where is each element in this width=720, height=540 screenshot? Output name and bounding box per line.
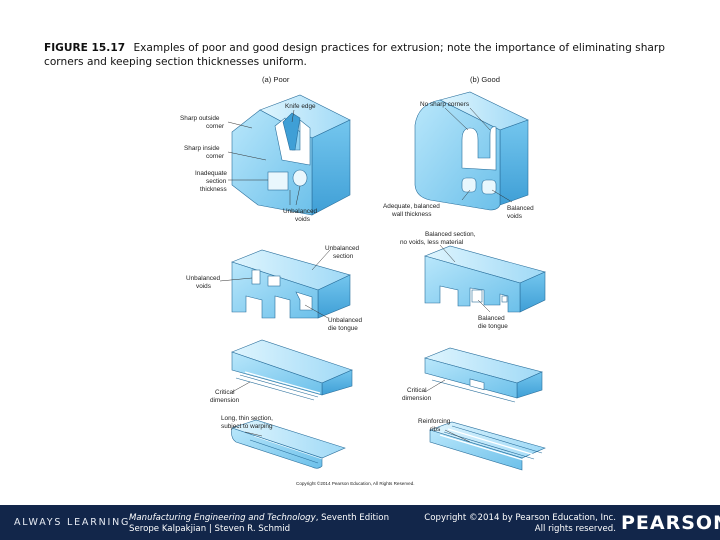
label-sharp-outside: Sharp outside [180,115,220,122]
good-ribbed-section [429,421,546,471]
label-unbalanced-section: Unbalanced [325,245,360,252]
label-unbalanced-section-2: section [333,253,354,260]
poor-channel-section [231,249,351,319]
label-balanced-tongue-2: die tongue [478,323,508,330]
label-reinforcing-2: ribs [430,426,440,433]
good-thin-section [424,347,543,403]
label-balanced-section-2: no voids, less material [400,239,463,246]
label-long-thin-2: subject to warping [221,423,273,430]
label-critical-a: Critical [215,389,235,396]
book-title: Manufacturing Engineering and Technology [129,513,316,523]
label-inadequate-3: thickness [200,186,227,193]
footer-bar: ALWAYS LEARNING Manufacturing Engineerin… [0,505,720,540]
good-row2-leaders [439,244,491,313]
label-unbalanced-voids-b-2: voids [196,283,211,290]
label-balanced-tongue: Balanced [478,315,505,322]
good-solid-section [414,91,529,211]
label-unbalanced-tongue-2: die tongue [328,325,358,332]
good-row1-leaders [444,107,513,203]
label-unbalanced-voids-b: Unbalanced [186,275,221,282]
copyright-line: Copyright ©2014 by Pearson Education, In… [424,513,616,523]
label-sharp-outside-2: corner [206,123,225,130]
label-inadequate-2: section [206,178,227,185]
label-unbalanced-voids-2: voids [295,216,310,223]
rights-reserved: All rights reserved. [534,524,616,534]
label-adequate-2: wall thickness [391,211,431,218]
poor-row4-leaders [244,431,263,437]
poor-solid-section [231,94,351,216]
label-knife-edge: Knife edge [285,103,316,110]
poor-thin-section [231,339,353,401]
label-critical-b: Critical [407,387,427,394]
label-adequate: Adequate, balanced [383,203,440,210]
label-unbalanced-voids: Unbalanced [283,208,318,215]
footer-copyright: Copyright ©2014 by Pearson Education, In… [404,513,616,535]
poor-warping-section [231,419,346,469]
book-edition: , Seventh Edition [315,513,390,523]
label-no-sharp-corners: No sharp corners [420,101,469,108]
figure-caption: FIGURE 15.17 Examples of poor and good d… [44,41,694,69]
extrusion-design-figure: (a) Poor (b) Good Knife edge Sharp outsi… [180,75,546,486]
label-reinforcing: Reinforcing [418,418,451,425]
label-balanced-voids-2: voids [507,213,522,220]
figure-number: FIGURE 15.17 [44,42,126,54]
good-row4-leaders [444,429,471,443]
label-balanced-section: Balanced section, [425,231,476,238]
book-authors: Serope Kalpakjian | Steven R. Schmid [129,524,291,534]
label-unbalanced-tongue: Unbalanced [328,317,363,324]
figure-copyright: Copyright ©2014 Pearson Education, All R… [296,480,415,486]
poor-heading: (a) Poor [262,75,290,84]
poor-row2-leaders [219,249,331,319]
label-critical-a-2: dimension [210,397,240,404]
brand-tagline: ALWAYS LEARNING [14,517,131,528]
good-row3-leaders [424,379,446,393]
label-inadequate: Inadequate [195,170,227,177]
label-balanced-voids: Balanced [507,205,534,212]
good-channel-section [424,245,546,313]
poor-row1-leaders [227,109,301,206]
label-long-thin: Long, thin section, [221,415,273,422]
label-critical-b-2: dimension [402,395,432,402]
caption-text: Examples of poor and good design practic… [44,42,665,68]
good-heading: (b) Good [470,75,500,84]
label-sharp-inside-2: corner [206,153,225,160]
poor-row3-leaders [231,381,251,393]
publisher-logo: PEARSON [621,512,720,534]
label-sharp-inside: Sharp inside [184,145,220,152]
book-info: Manufacturing Engineering and Technology… [129,513,389,535]
